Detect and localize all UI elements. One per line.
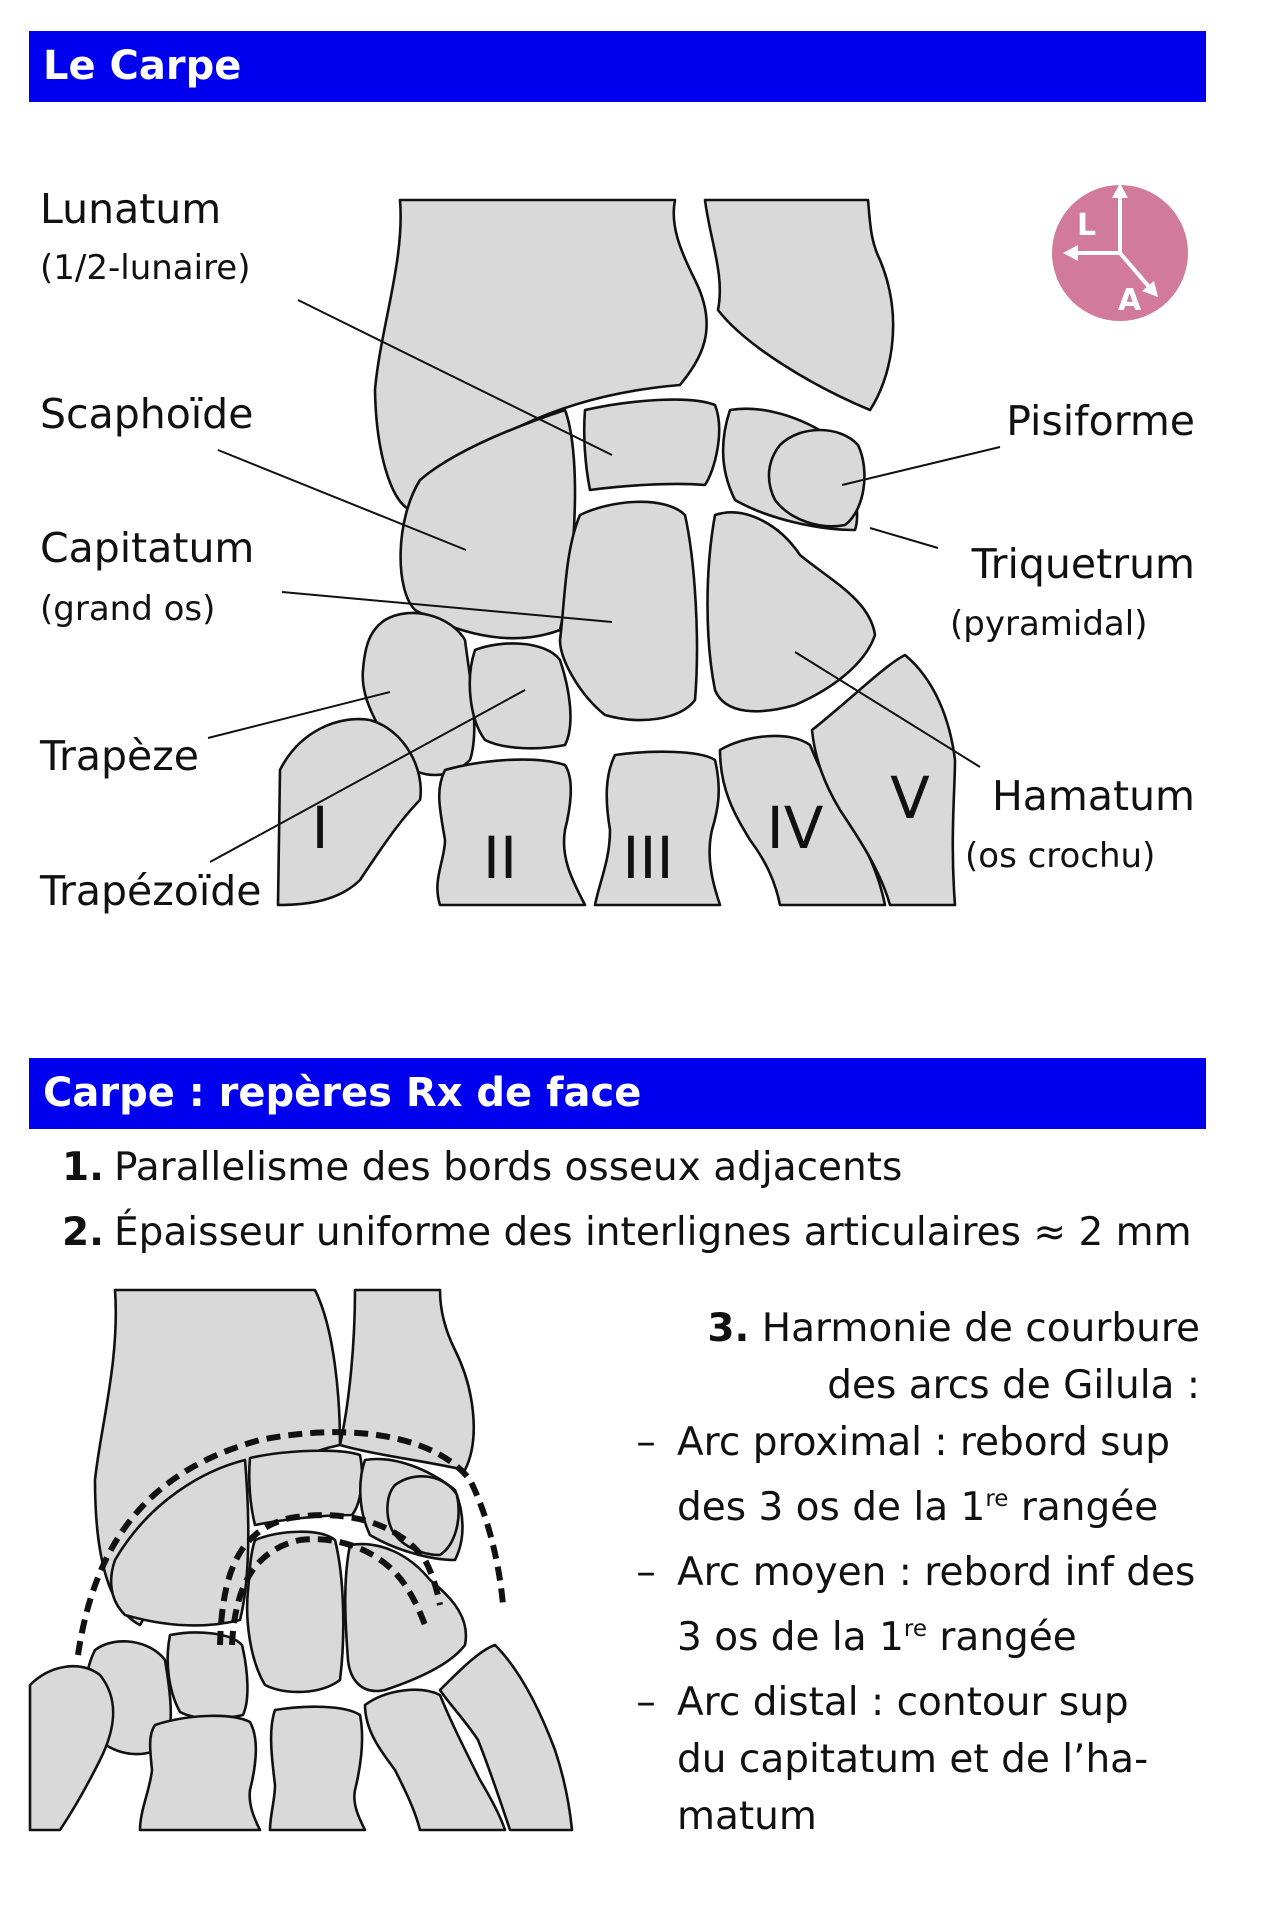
arc-proximal-line2: des 3 os de la 1re rangée — [677, 1485, 1159, 1530]
metacarpal-4-2 — [363, 1688, 507, 1832]
label-hamatum-sub: (os crochu) — [965, 836, 1155, 876]
label-lunatum-sub: (1/2-lunaire) — [40, 248, 251, 288]
trapezoide-bone — [468, 642, 572, 750]
arc-distal-line2: du capitatum et de l’ha- — [677, 1737, 1149, 1782]
metacarpal-label-3: III — [622, 824, 673, 892]
item-number: 3. — [707, 1306, 750, 1351]
arc-middle-line2: 3 os de la 1re rangée — [677, 1615, 1077, 1660]
label-triquetrum-sub: (pyramidal) — [950, 604, 1147, 644]
hamatum-bone-2 — [343, 1542, 468, 1693]
capitatum-bone-2 — [245, 1530, 345, 1694]
leader-lunatum — [297, 299, 613, 456]
orientation-a: A — [1118, 283, 1142, 318]
label-hamatum: Hamatum — [992, 772, 1195, 820]
list-item: 2.Épaisseur uniforme des interlignes art… — [40, 1210, 1192, 1257]
item-text: Parallelisme des bords osseux adjacents — [114, 1145, 903, 1190]
label-lunatum: Lunatum — [40, 185, 221, 233]
capitatum-bone — [558, 500, 699, 722]
arc-middle-line1: –Arc moyen : rebord inf des — [636, 1550, 1196, 1595]
metacarpal-3 — [593, 750, 722, 907]
orientation-icon: L A — [1052, 183, 1188, 321]
leader-triquetrum — [869, 527, 939, 549]
metacarpal-label-2: II — [483, 824, 517, 892]
leader-capitatum — [281, 591, 613, 623]
label-trapeze: Trapèze — [39, 732, 199, 780]
label-trapezoide: Trapézoïde — [39, 867, 262, 915]
metacarpal-label-4: IV — [767, 794, 824, 862]
slide2-title: Carpe : repères Rx de face — [29, 1058, 1206, 1129]
label-capitatum-sub: (grand os) — [40, 589, 215, 629]
ulna-bone — [703, 198, 895, 412]
metacarpal-5-2 — [438, 1643, 574, 1832]
metacarpal-label-5: V — [890, 764, 930, 832]
label-triquetrum: Triquetrum — [971, 540, 1195, 588]
gilula-arc-distal — [229, 1536, 428, 1646]
item-number: 2. — [62, 1209, 104, 1255]
metacarpal-1-2 — [28, 1664, 115, 1832]
item3-line2: des arcs de Gilula : — [827, 1363, 1200, 1408]
leader-pisiforme — [841, 446, 1001, 486]
metacarpal-1 — [276, 717, 423, 907]
item-number: 1. — [62, 1145, 104, 1190]
pisiform-bone — [767, 428, 866, 528]
lunatum-bone-2 — [247, 1449, 364, 1527]
ulna-bone-2 — [338, 1288, 475, 1472]
item3-line1: 3. Harmonie de courbure — [707, 1306, 1200, 1351]
item-text: Épaisseur uniforme des interlignes artic… — [114, 1209, 1192, 1255]
leader-trapezoide — [209, 689, 526, 863]
leader-scaphoide — [217, 449, 467, 551]
label-pisiforme: Pisiforme — [1006, 397, 1195, 445]
arc-distal-line3: matum — [677, 1794, 817, 1839]
leader-trapeze — [207, 691, 391, 739]
lunatum-bone — [582, 398, 721, 492]
list-item: 1.Parallelisme des bords osseux adjacent… — [40, 1145, 1192, 1192]
label-scaphoide: Scaphoïde — [40, 390, 253, 438]
metacarpal-5 — [810, 653, 957, 907]
gilula-text: 3. Harmonie de courbure des arcs de Gilu… — [615, 1300, 1200, 1845]
arc-proximal-line1: –Arc proximal : rebord sup — [636, 1420, 1170, 1465]
rx-criteria-list: 1.Parallelisme des bords osseux adjacent… — [40, 1145, 1192, 1257]
metacarpal-3-2 — [268, 1705, 367, 1832]
metacarpal-2 — [436, 758, 587, 907]
leader-hamatum — [794, 651, 981, 768]
arc-distal-line1: –Arc distal : contour sup — [636, 1680, 1129, 1725]
gilula-arc-proximal — [75, 1429, 506, 1656]
trapezoide-bone-2 — [166, 1631, 249, 1720]
metacarpal-label-1: I — [311, 794, 328, 862]
gilula-arc-middle — [217, 1512, 443, 1646]
orientation-l: L — [1077, 208, 1096, 243]
hamatum-bone — [706, 511, 877, 713]
pisiform-bone-2 — [386, 1475, 460, 1557]
metacarpal-2-2 — [138, 1714, 262, 1832]
slide-title: Le Carpe — [29, 31, 1206, 102]
label-capitatum: Capitatum — [40, 524, 254, 572]
